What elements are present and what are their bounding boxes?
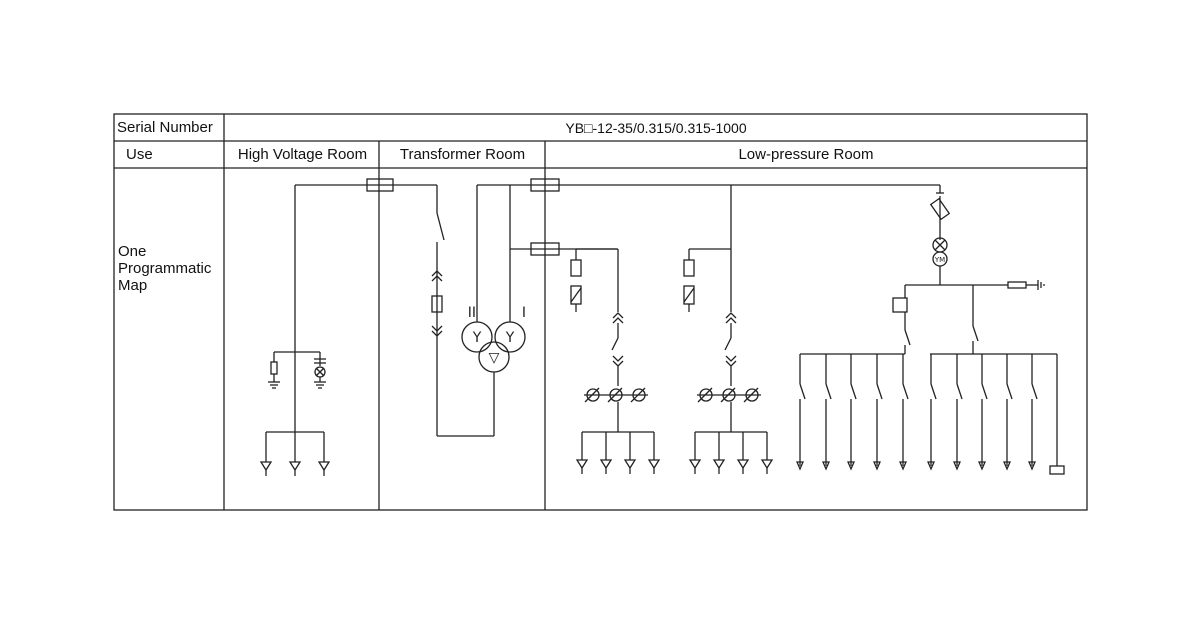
cable-head-icon-hv-2: [317, 461, 331, 472]
cable-head-icon-lv-feeder-a-1: [599, 459, 613, 470]
cable-head-icon-lv-feeder-a-3: [647, 459, 661, 470]
lv-circuit-switch-8: [1006, 383, 1013, 400]
plug-contact-upper-icon: [431, 270, 443, 282]
lv-circuit-arrow-icon-3: [873, 461, 881, 471]
spare-circuit-terminal: [1049, 465, 1065, 475]
lv-circuit-arrow-icon-7: [978, 461, 986, 471]
hv-outgoing-cables: [259, 432, 331, 476]
lv-circuit-arrow-icon-1: [822, 461, 830, 471]
lv-circuit-arrow-icon-6: [953, 461, 961, 471]
table-border: [113, 113, 1088, 511]
plug-contact-lower-icon: [431, 325, 443, 337]
lv-branch-left-switch: [904, 329, 911, 346]
low-pressure-room-label: Low-pressure Room: [738, 146, 874, 163]
low-pressure-section: YM: [530, 178, 1065, 475]
map-label-line-3: Map: [118, 277, 148, 294]
map-label-line-1: One: [118, 243, 147, 260]
high-voltage-section: [259, 178, 437, 476]
lv-feeder-b-plug-upper-icon: [725, 312, 737, 324]
lv-circuit-arrow-icon-4: [899, 461, 907, 471]
lv-circuit-arrow-icon-5: [927, 461, 935, 471]
earth-resistor-icon: [1007, 281, 1027, 289]
serial-number-label: Serial Number: [117, 119, 213, 136]
lv-circuit-switch-2: [850, 383, 857, 400]
lv-circuit-switch-5: [930, 383, 937, 400]
lv-outgoing-circuits: [796, 354, 1038, 471]
cable-head-icon-hv-1: [288, 461, 302, 472]
lv-circuit-arrow-icon-2: [847, 461, 855, 471]
load-switch-blade: [436, 212, 445, 241]
winding-i-label: I: [522, 305, 526, 321]
lv-circuit-switch-1: [825, 383, 832, 400]
serial-number-value: YB□-12-35/0.315/0.315-1000: [565, 120, 747, 136]
high-voltage-room-label: High Voltage Room: [237, 146, 368, 163]
table-grid: [113, 113, 1088, 511]
lv-circuit-switch-6: [956, 383, 963, 400]
cable-head-icon-lv-feeder-b-2: [736, 459, 750, 470]
transformer-room-label: Transformer Room: [399, 146, 526, 163]
lv-feeder-a-fuse-icon: [570, 259, 582, 277]
hv-fuse-icon: [270, 361, 278, 375]
lv-feeder-a-plug-upper-icon: [612, 312, 624, 324]
lv-circuit-switch-0: [799, 383, 806, 400]
cable-head-icon-lv-feeder-a-2: [623, 459, 637, 470]
lv-circuit-arrow-icon-0: [796, 461, 804, 471]
use-label: Use: [126, 146, 153, 163]
winding-ii-symbol: Y: [472, 330, 482, 346]
relay-coil-icon: [892, 297, 908, 313]
lv-feeder-a: [570, 248, 661, 474]
lv-feeder-b-plug-lower-icon: [725, 355, 737, 367]
transformer-section: II I Y Y ▽: [431, 184, 531, 437]
cable-head-icon-lv-feeder-b-3: [760, 459, 774, 470]
primary-winding-symbol: ▽: [489, 350, 500, 366]
map-label-line-2: Programmatic: [118, 260, 212, 277]
lv-circuit-switch-7: [981, 383, 988, 400]
lv-circuit-arrow-icon-9: [1028, 461, 1036, 471]
tr-fuse-icon: [431, 295, 443, 313]
lv-feeder-b-fuse-icon: [683, 259, 695, 277]
lv-circuit-arrow-icon-8: [1003, 461, 1011, 471]
lv-feeder-b-switch-blade: [724, 337, 732, 351]
lv-feeder-b-ct-slash: [683, 287, 695, 303]
meter-label: YM: [934, 256, 945, 264]
cable-head-icon-lv-feeder-b-1: [712, 459, 726, 470]
meter-cross-b: [934, 239, 946, 251]
winding-ii-label: II: [468, 305, 476, 321]
cable-head-icon-hv-0: [259, 461, 273, 472]
cable-head-icon-lv-feeder-a-0: [575, 459, 589, 470]
transformer-primary-winding: [478, 341, 510, 373]
arrester-cross-b: [315, 367, 325, 377]
lv-circuit-switch-9: [1031, 383, 1038, 400]
lv-feeder-a-plug-lower-icon: [612, 355, 624, 367]
cable-head-icon-lv-feeder-b-0: [688, 459, 702, 470]
lv-feeder-a-ct-slash: [570, 287, 582, 303]
lv-branch-right-switch: [972, 325, 979, 342]
lv-feeder-a-switch-blade: [611, 337, 619, 351]
lv-circuit-switch-4: [902, 383, 909, 400]
winding-i-symbol: Y: [505, 330, 515, 346]
lv-feeder-b: [683, 185, 774, 474]
lv-incomer-fuse-icon: [929, 197, 951, 221]
lv-circuit-switch-3: [876, 383, 883, 400]
